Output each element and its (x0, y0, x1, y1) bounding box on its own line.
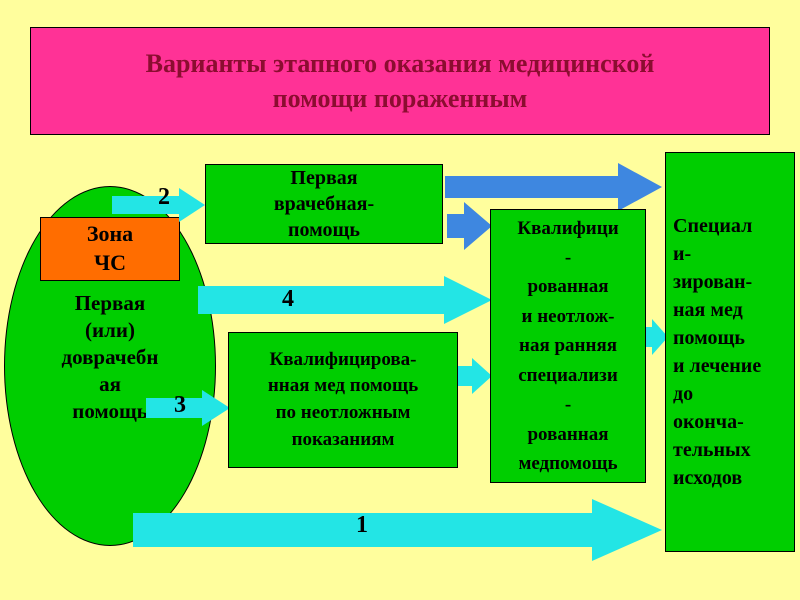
pre-medical-aid-label: Первая (или) доврачебн ая помощь (61, 291, 159, 423)
first-physician-aid-box: Первая врачебная- помощь (205, 164, 443, 244)
specialized-final-care-box: Специал и- зирован- ная мед помощь и леч… (665, 152, 795, 552)
route-number-2: 2 (158, 184, 170, 210)
qualified-specialized-aid-box: Квалифици - рованная и неотлож- ная ранн… (490, 209, 646, 483)
route-number-1: 1 (356, 512, 368, 538)
route-number-4: 4 (282, 286, 294, 312)
arrow-physician-to-specialized (445, 163, 662, 211)
qualified-urgent-aid-box: Квалифицирова- нная мед помощь по неотло… (228, 332, 458, 468)
arrow-physician-to-qualified (447, 202, 492, 250)
specialized-final-care-label: Специал и- зирован- ная мед помощь и леч… (673, 215, 762, 489)
arrow-urgent-to-qualified (458, 358, 492, 394)
qualified-urgent-aid-label: Квалифицирова- нная мед помощь по неотло… (267, 348, 419, 450)
emergency-zone-box: Зона ЧС (40, 217, 180, 281)
emergency-zone-label: Зона ЧС (86, 221, 134, 275)
arrow-route-4 (198, 276, 492, 324)
arrow-route-1 (133, 499, 662, 561)
slide-title: Варианты этапного оказания медицинской п… (145, 48, 655, 113)
qualified-specialized-aid-label: Квалифици - рованная и неотлож- ная ранн… (517, 217, 619, 475)
route-number-3: 3 (174, 392, 186, 418)
first-physician-aid-label: Первая врачебная- помощь (273, 167, 375, 241)
slide-title-box: Варианты этапного оказания медицинской п… (30, 27, 770, 135)
